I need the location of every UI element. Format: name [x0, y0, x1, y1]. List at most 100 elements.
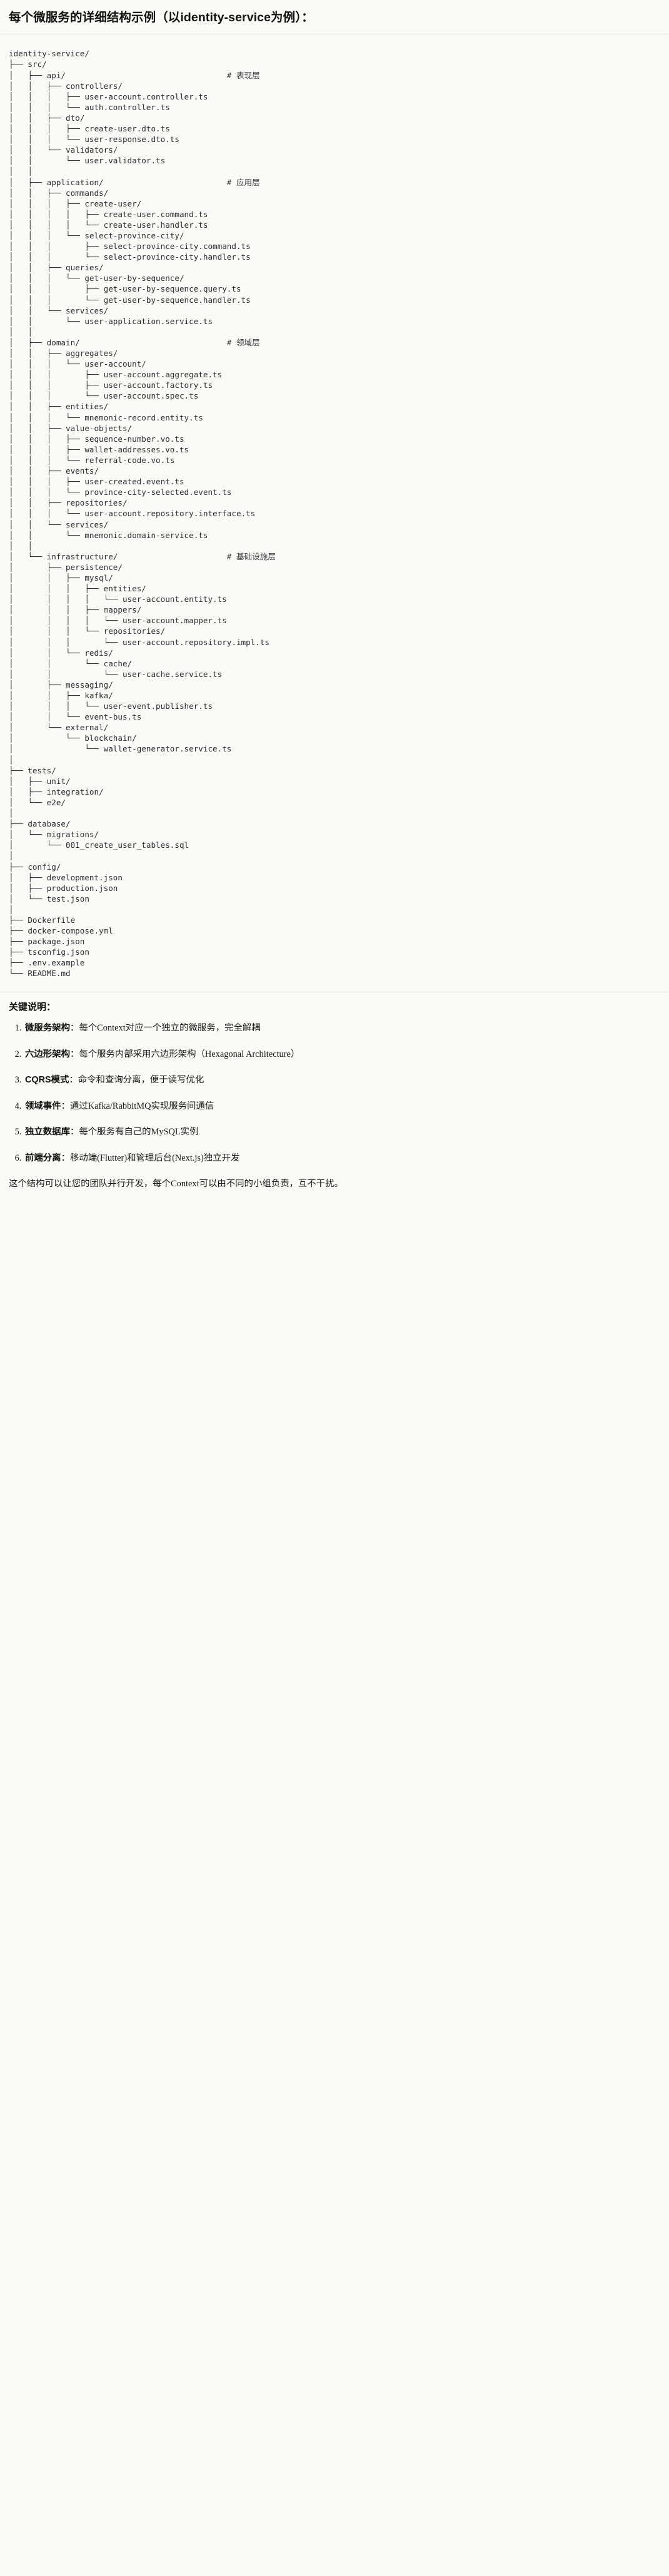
tree-row-path: │ ├── production.json — [9, 883, 118, 893]
tree-row: identity-service/ — [9, 48, 660, 59]
tree-row: │ │ └── services/ — [9, 519, 660, 530]
tree-row: │ └── 001_create_user_tables.sql — [9, 840, 660, 850]
tree-row: │ │ │ └── user-event.publisher.ts — [9, 701, 660, 711]
tree-row: │ │ │ │ ├── create-user.command.ts — [9, 209, 660, 220]
tree-row: │ │ │ └── select-province-city.handler.t… — [9, 252, 660, 262]
key-notes-list: 微服务架构：每个Context对应一个独立的微服务，完全解耦六边形架构：每个服务… — [9, 1022, 660, 1166]
tree-row: │ │ ├── aggregates/ — [9, 348, 660, 359]
tree-row-pad — [118, 552, 226, 561]
tree-row: ├── tests/ — [9, 765, 660, 776]
tree-row-path: │ │ — [9, 166, 33, 176]
tree-row-path: │ │ └── services/ — [9, 519, 109, 529]
tree-row-path: │ │ └── user-cache.service.ts — [9, 669, 223, 679]
tree-row-path: │ │ │ └── referral-code.vo.ts — [9, 455, 175, 465]
tree-row-pad — [66, 71, 227, 80]
tree-row-path: │ └── wallet-generator.service.ts — [9, 744, 232, 754]
tree-row-path: │ │ │ └── get-user-by-sequence.handler.t… — [9, 295, 251, 305]
tree-row: │ │ └── event-bus.ts — [9, 711, 660, 722]
tree-row-path: │ — [9, 755, 14, 765]
key-note-separator: ： — [61, 1101, 70, 1111]
tree-row: │ │ ├── queries/ — [9, 262, 660, 273]
tree-row-path: │ │ │ │ └── create-user.handler.ts — [9, 220, 208, 230]
tree-row-path: │ │ │ │ └── user-account.mapper.ts — [9, 616, 227, 626]
tree-row-path: │ │ └── cache/ — [9, 658, 133, 668]
tree-row-path: ├── config/ — [9, 862, 61, 872]
key-note-term: 微服务架构 — [25, 1023, 70, 1034]
key-note-description: 每个Context对应一个独立的微服务，完全解耦 — [79, 1023, 261, 1034]
key-note-term: 前端分离 — [25, 1153, 61, 1164]
tree-row: ├── package.json — [9, 936, 660, 947]
tree-row-path: │ │ ├── controllers/ — [9, 81, 123, 91]
tree-row: │ │ └── validators/ — [9, 145, 660, 155]
tree-row-path: ├── database/ — [9, 819, 71, 829]
tree-row: │ └── migrations/ — [9, 829, 660, 840]
tree-row: │ │ │ │ └── user-account.mapper.ts — [9, 615, 660, 626]
tree-row: └── README.md — [9, 968, 660, 979]
tree-row-path: │ │ │ └── user-event.publisher.ts — [9, 701, 213, 711]
tree-row: │ │ ├── value-objects/ — [9, 423, 660, 434]
tree-row: ├── database/ — [9, 818, 660, 829]
tree-row-path: ├── tsconfig.json — [9, 947, 89, 957]
tree-row-path: │ │ │ └── repositories/ — [9, 626, 166, 636]
tree-row-comment: # 表现层 — [226, 70, 260, 80]
tree-row-path: │ │ └── user.validator.ts — [9, 156, 166, 166]
directory-tree-block: identity-service/ ├── src/ │ ├── api/ # … — [0, 34, 669, 992]
key-note-description: 通过Kafka/RabbitMQ实现服务间通信 — [69, 1101, 214, 1111]
tree-row-path: │ ├── application/ — [9, 177, 104, 187]
key-note-item: 独立数据库：每个服务有自己的MySQL实例 — [24, 1126, 660, 1139]
tree-row: │ │ └── mnemonic.domain-service.ts — [9, 530, 660, 541]
tree-row-path: │ │ │ └── mnemonic-record.entity.ts — [9, 412, 203, 422]
tree-row: │ │ │ ├── sequence-number.vo.ts — [9, 434, 660, 444]
tree-row: │ │ │ ├── get-user-by-sequence.query.ts — [9, 283, 660, 294]
tree-row-path: │ └── migrations/ — [9, 830, 99, 840]
tree-row: │ │ │ └── province-city-selected.event.t… — [9, 487, 660, 497]
tree-row: │ │ — [9, 327, 660, 337]
tree-row: │ │ └── user.validator.ts — [9, 155, 660, 166]
tree-row-path: │ │ └── redis/ — [9, 648, 113, 658]
tree-row-path: │ │ ├── queries/ — [9, 263, 104, 273]
key-note-item: 前端分离：移动端(Flutter)和管理后台(Next.js)独立开发 — [24, 1152, 660, 1166]
tree-row: │ │ │ │ └── create-user.handler.ts — [9, 220, 660, 230]
tree-row-path: │ │ │ └── select-province-city/ — [9, 230, 184, 240]
tree-row: │ ├── production.json — [9, 883, 660, 893]
key-note-term: 六边形架构 — [25, 1049, 70, 1059]
tree-row: │ └── blockchain/ — [9, 733, 660, 743]
tree-row: │ │ │ ├── select-province-city.command.t… — [9, 241, 660, 252]
tree-row: │ │ │ │ └── user-account.entity.ts — [9, 594, 660, 604]
tree-row: │ │ │ ├── user-account.controller.ts — [9, 91, 660, 102]
tree-row-path: │ │ └── mnemonic.domain-service.ts — [9, 530, 208, 540]
tree-row-path: identity-service/ — [9, 49, 89, 59]
tree-row-path: │ │ │ ├── user-account.aggregate.ts — [9, 370, 223, 380]
tree-row: │ │ ├── events/ — [9, 466, 660, 476]
tree-row: │ │ ├── commands/ — [9, 188, 660, 198]
tree-row-pad — [104, 178, 227, 187]
tree-row: │ │ ├── repositories/ — [9, 497, 660, 508]
directory-tree: identity-service/ ├── src/ │ ├── api/ # … — [9, 48, 660, 979]
tree-row-path: ├── Dockerfile — [9, 915, 76, 925]
tree-row-path: │ │ │ ├── select-province-city.command.t… — [9, 242, 251, 252]
tree-row: ├── .env.example — [9, 957, 660, 968]
tree-row: │ └── wallet-generator.service.ts — [9, 743, 660, 754]
tree-row-path: │ │ └── validators/ — [9, 145, 118, 155]
tree-row: │ ├── domain/ # 领域层 — [9, 337, 660, 348]
key-notes-title: 关键说明： — [9, 1001, 56, 1012]
tree-row: │ │ │ ├── user-created.event.ts — [9, 476, 660, 487]
tree-row-path: │ │ │ ├── create-user/ — [9, 198, 142, 208]
tree-row-path: │ │ ├── mysql/ — [9, 573, 113, 583]
tree-row-path: │ — [9, 851, 14, 861]
tree-row: │ └── infrastructure/ # 基础设施层 — [9, 551, 660, 562]
key-note-item: 六边形架构：每个服务内部采用六边形架构（Hexagonal Architectu… — [24, 1048, 660, 1062]
tree-row-path: │ │ │ ├── user-account.factory.ts — [9, 380, 213, 390]
tree-row-path: │ — [9, 808, 14, 818]
tree-row-path: │ │ ├── events/ — [9, 466, 99, 476]
tree-row: │ │ │ ├── entities/ — [9, 583, 660, 594]
key-note-item: 微服务架构：每个Context对应一个独立的微服务，完全解耦 — [24, 1022, 660, 1036]
tree-row-path: │ └── blockchain/ — [9, 733, 137, 743]
tree-row-path: │ └── e2e/ — [9, 797, 66, 807]
tree-row: │ │ └── services/ — [9, 305, 660, 316]
tree-row-path: │ │ │ └── user-account.repository.interf… — [9, 509, 256, 519]
tree-row-path: │ │ └── services/ — [9, 305, 109, 315]
tree-row-path: │ │ │ ├── mappers/ — [9, 605, 142, 615]
key-note-description: 移动端(Flutter)和管理后台(Next.js)独立开发 — [69, 1153, 240, 1164]
tree-row-path: ├── .env.example — [9, 958, 85, 968]
